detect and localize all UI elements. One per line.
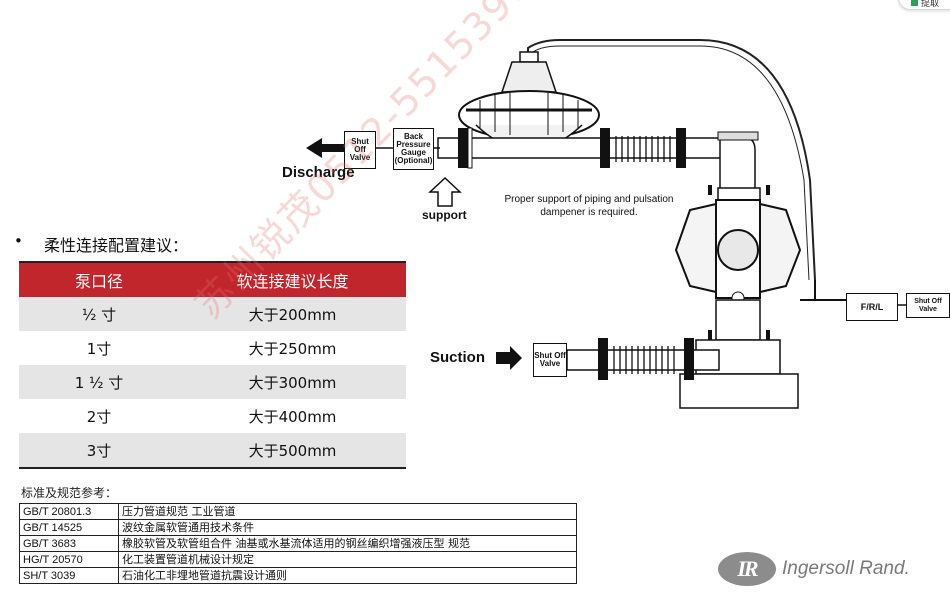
hose-length-cell: 大于500mm [179, 433, 406, 469]
standard-title: 波纹金属软管通用技术条件 [118, 519, 577, 536]
port-size-cell: 3寸 [19, 433, 179, 469]
column-header-hose-length: 软连接建议长度 [179, 261, 406, 297]
extract-icon [911, 0, 918, 6]
standard-code: GB/T 3683 [19, 535, 119, 552]
back-pressure-gauge: Back Pressure Gauge (Optional) [393, 128, 434, 170]
diaphragm-pump [674, 185, 802, 409]
hose-length-cell: 大于250mm [179, 331, 406, 365]
ir-logo-icon: IR [718, 552, 776, 586]
standard-code: SH/T 3039 [19, 567, 119, 584]
table-row: 2寸 大于400mm [19, 399, 406, 433]
standard-code: HG/T 20570 [19, 551, 119, 568]
table-row: 1寸 大于250mm [19, 331, 406, 365]
standards-heading: 标准及规范参考： [21, 486, 118, 500]
discharge-label: Discharge [282, 164, 355, 181]
pump-piping-diagram [306, 39, 906, 409]
logo-wordmark: Ingersoll Rand. [782, 558, 910, 579]
table-row: GB/T 14525 波纹金属软管通用技术条件 [19, 519, 577, 536]
bullet-marker: • [14, 232, 23, 250]
port-size-cell: 1 ½ 寸 [19, 365, 179, 399]
table-row: 3寸 大于500mm [19, 433, 406, 469]
table-row: SH/T 3039 石油化工非埋地管道抗震设计通则 [19, 567, 577, 584]
support-label: support [422, 208, 467, 222]
shut-off-valve-discharge: Shut Off Valve [344, 131, 376, 169]
suction-label: Suction [430, 349, 485, 366]
support-note: Proper support of piping and pulsation d… [504, 194, 674, 218]
standard-code: GB/T 20801.3 [19, 503, 119, 520]
shut-off-valve-suction: Shut Off Valve [533, 343, 567, 377]
ingersoll-rand-logo: IR Ingersoll Rand. [718, 552, 910, 586]
table-header-row: 泵口径 软连接建议长度 [19, 261, 406, 297]
hose-length-table: 泵口径 软连接建议长度 ½ 寸 大于200mm 1寸 大于250mm 1 ½ 寸… [19, 261, 406, 469]
hose-length-cell: 大于300mm [179, 365, 406, 399]
port-size-cell: 1寸 [19, 331, 179, 365]
hose-length-cell: 大于400mm [179, 399, 406, 433]
table-row: HG/T 20570 化工装置管道机械设计规定 [19, 551, 577, 568]
table-row: GB/T 20801.3 压力管道规范 工业管道 [19, 503, 577, 520]
pulsation-dampener [458, 51, 600, 151]
standard-title: 压力管道规范 工业管道 [118, 503, 577, 520]
table-row: ½ 寸 大于200mm [19, 297, 406, 331]
hose-length-cell: 大于200mm [179, 297, 406, 331]
column-header-port-size: 泵口径 [19, 261, 179, 297]
standard-code: GB/T 14525 [19, 519, 119, 536]
port-size-cell: ½ 寸 [19, 297, 179, 331]
standards-table: GB/T 20801.3 压力管道规范 工业管道 GB/T 14525 波纹金属… [19, 503, 577, 584]
port-size-cell: 2寸 [19, 399, 179, 433]
table-row: 1 ½ 寸 大于300mm [19, 365, 406, 399]
standard-title: 化工装置管道机械设计规定 [118, 551, 577, 568]
shut-off-valve-air: Shut Off Valve [906, 293, 950, 318]
standard-title: 橡胶软管及软管组合件 油基或水基流体适用的钢丝编织增强液压型 规范 [118, 535, 577, 552]
section-heading: 柔性连接配置建议： [44, 236, 189, 255]
frl-unit: F/R/L [846, 293, 898, 321]
standard-title: 石油化工非埋地管道抗震设计通则 [118, 567, 577, 584]
table-row: GB/T 3683 橡胶软管及软管组合件 油基或水基流体适用的钢丝编织增强液压型… [19, 535, 577, 552]
